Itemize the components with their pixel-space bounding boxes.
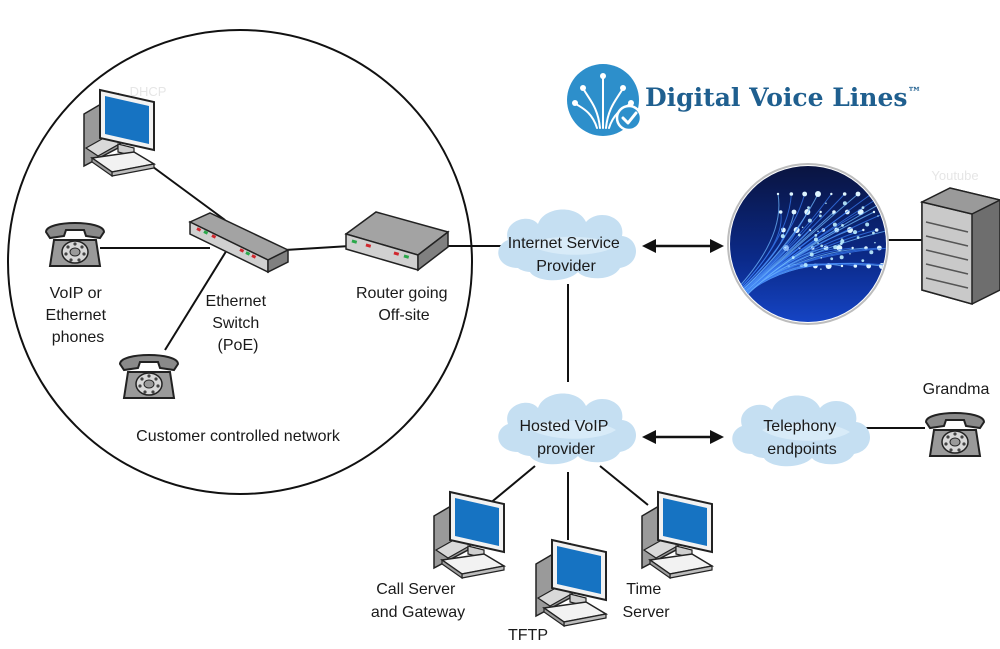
tftp-label: TFTP (508, 627, 548, 644)
isp-label: Internet Service Provider (508, 235, 625, 275)
telephony-label: Telephony endpoints (763, 418, 840, 458)
digital-voice-lines-logo (567, 64, 643, 136)
brand-name: Digital Voice Lines™ (645, 83, 921, 112)
ethernet-switch-icon (188, 212, 290, 274)
router-label: Router going Off-site (356, 285, 452, 324)
tftp-computer-icon (535, 539, 607, 627)
call-server-computer-icon (433, 491, 505, 579)
youtube-label: Youtube (931, 168, 978, 183)
line-voip-callserver (487, 465, 536, 506)
time-server-computer-icon (641, 491, 713, 579)
fiber-optic-icon (727, 163, 889, 325)
arrow-isp-fiber (642, 239, 724, 253)
dhcp-computer-icon (83, 89, 155, 177)
connection-lines (100, 149, 925, 540)
customer-network-boundary (7, 29, 473, 495)
grandma-label: Grandma (923, 381, 990, 398)
customer-network-label: Customer controlled network (136, 428, 341, 445)
time-server-label: Time Server (622, 581, 670, 621)
line-voip-timeserver (599, 465, 649, 506)
voip-phone-1-telephone-icon (45, 222, 105, 267)
youtube-rack-server-icon (919, 187, 1000, 305)
line-switch-router (284, 245, 351, 251)
voip-label: Hosted VoIP provider (519, 418, 612, 458)
voip-phone-2-telephone-icon (119, 354, 179, 399)
grandma-telephone-icon (925, 412, 985, 457)
router-icon (344, 211, 450, 272)
arrow-voip-telephony (642, 430, 724, 444)
switch-label: Ethernet Switch (PoE) (206, 293, 271, 354)
dhcp-label: DHCP (130, 84, 167, 99)
phones-label: VoIP or Ethernet phones (46, 285, 111, 346)
call-server-label: Call Server and Gateway (371, 581, 465, 621)
line-phone2-switch (164, 244, 231, 351)
